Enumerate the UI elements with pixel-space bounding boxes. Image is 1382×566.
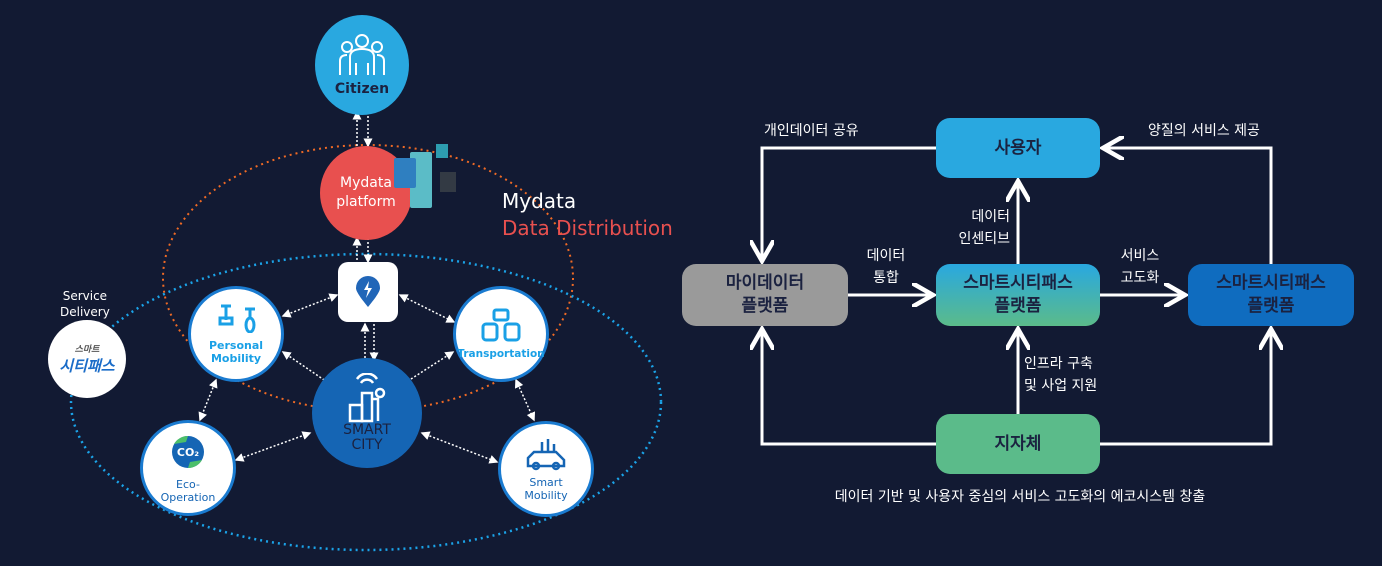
citypass-right-line-2: 플랫폼 [1247, 296, 1295, 316]
label-data-incentive: 데이터 인센티브 [950, 206, 1010, 250]
smart-mobility-label-1: Smart [529, 476, 563, 489]
local-gov-box: 지자체 [936, 414, 1100, 474]
smart-mobility-node: Smart Mobility [498, 421, 594, 517]
smart-city-label-1: SMART [343, 422, 391, 438]
svg-text:CO₂: CO₂ [177, 446, 199, 459]
infra-line-1: 인프라 구축 [1024, 356, 1093, 372]
citypass-right-line-1: 스마트시티패스 [1216, 273, 1326, 293]
eco-operation-node: CO₂ Eco- Operation [140, 420, 236, 516]
mydata-platform-label-2: platform [336, 194, 396, 210]
incentive-line-2: 인센티브 [958, 231, 1010, 247]
connected-car-icon [526, 439, 566, 471]
personal-mobility-label-1: Personal [208, 339, 264, 352]
integrate-line-1: 데이터 [866, 248, 906, 264]
infra-line-2: 및 사업 지원 [1024, 378, 1098, 394]
mydata-box-line-2: 플랫폼 [741, 296, 789, 316]
label-quality-service: 양질의 서비스 제공 [1148, 123, 1260, 139]
mydata-box-line-1: 마이데이터 [725, 273, 805, 293]
logo-line-1: 스마트 [74, 345, 100, 355]
label-service-advance: 서비스 고도화 [1112, 245, 1168, 289]
eco-operation-label-2: Operation [160, 491, 216, 504]
ecosystem-caption: 데이터 기반 및 사용자 중심의 서비스 고도화의 에코시스템 창출 [834, 489, 1206, 505]
advance-line-2: 고도화 [1120, 270, 1160, 286]
service-delivery-label: Service Delivery [60, 288, 110, 320]
smart-city-pass-logo: 스마트 시티패스 [48, 320, 126, 398]
mydata-platform-label-1: Mydata [340, 175, 392, 191]
citypass-platform-mid-box: 스마트시티패스 플랫폼 [936, 264, 1100, 326]
citypass-mid-line-2: 플랫폼 [994, 296, 1042, 316]
local-gov-label: 지자체 [994, 433, 1042, 454]
transportation-node: Transportation [453, 286, 549, 382]
eco-operation-label-1: Eco- [176, 478, 200, 491]
smart-mobility-label-2: Mobility [524, 489, 568, 502]
logo-line-2: 시티패스 [59, 357, 115, 375]
citypass-mid-line-1: 스마트시티패스 [963, 273, 1073, 293]
citypass-platform-right-box: 스마트시티패스 플랫폼 [1188, 264, 1354, 326]
service-delivery-line-2: Delivery [60, 305, 110, 319]
integrate-line-2: 통합 [873, 270, 899, 286]
location-bolt-icon [356, 276, 380, 307]
transportation-label: Transportation [457, 347, 545, 360]
incentive-line-1: 데이터 [971, 209, 1010, 225]
user-box: 사용자 [936, 118, 1100, 178]
service-delivery-line-1: Service [62, 289, 108, 303]
smart-city-node: SMART CITY [312, 358, 422, 468]
service-delivery-ring [69, 252, 663, 552]
scooter-bike-icon [218, 304, 256, 333]
mydata-title: Mydata [502, 189, 577, 213]
label-data-share: 개인데이터 공유 [764, 123, 859, 139]
people-group-icon [339, 34, 385, 75]
citizen-node: Citizen [315, 15, 409, 115]
co2-cycle-icon: CO₂ [172, 435, 204, 469]
data-cards-icon [394, 144, 456, 208]
personal-mobility-node: Personal Mobility [188, 286, 284, 382]
advance-line-1: 서비스 [1120, 248, 1160, 264]
service-hub-pin [338, 262, 398, 322]
label-data-integrate: 데이터 통합 [858, 245, 914, 289]
flow-arrows [762, 148, 1271, 446]
mydata-platform-box: 마이데이터 플랫폼 [682, 264, 848, 326]
user-label: 사용자 [994, 137, 1042, 158]
smart-building-icon [348, 373, 386, 423]
data-distribution-title: Data Distribution [502, 216, 673, 240]
smart-city-label-2: CITY [351, 437, 383, 453]
label-infra-support: 인프라 구축 및 사업 지원 [1024, 353, 1097, 397]
citizen-label: Citizen [334, 81, 390, 97]
bus-train-icon [481, 308, 521, 341]
personal-mobility-label-2: Mobility [210, 352, 262, 365]
